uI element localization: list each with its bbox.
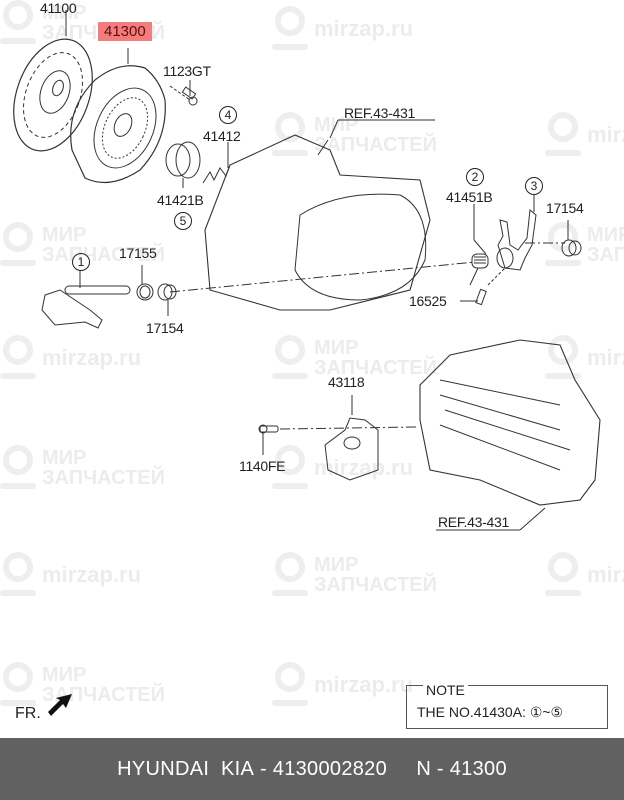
diagram-number: 41300 bbox=[449, 757, 507, 780]
clutch-disc-41100[interactable] bbox=[0, 10, 107, 162]
exploded-view-drawing bbox=[0, 10, 601, 716]
spacer bbox=[387, 758, 416, 781]
bolt-1140FE[interactable] bbox=[258, 424, 419, 455]
front-indicator: FR. bbox=[15, 705, 41, 722]
bushing-17154[interactable] bbox=[157, 283, 177, 316]
part-label-41421B[interactable]: 41421B bbox=[157, 192, 204, 208]
part-label-16525[interactable]: 16525 bbox=[409, 293, 447, 309]
bolt-16525[interactable] bbox=[460, 267, 506, 306]
part-label-1140FE[interactable]: 1140FE bbox=[239, 458, 286, 474]
part-number: 4130002820 bbox=[272, 757, 388, 780]
note-title: NOTE bbox=[423, 682, 468, 698]
transmission-housing[interactable] bbox=[204, 119, 435, 311]
release-fork[interactable] bbox=[496, 195, 537, 271]
separator: - bbox=[254, 757, 273, 780]
part-label-41100[interactable]: 41100 bbox=[40, 0, 77, 16]
note-box: NOTE THE NO.41430A: ①~⑤ bbox=[406, 682, 608, 729]
callout-circle-5: 5 bbox=[174, 212, 192, 230]
pressure-plate-41300[interactable] bbox=[70, 48, 168, 184]
part-label-17154[interactable]: 17154 bbox=[146, 320, 184, 336]
brand-name: HYUNDAI KIA bbox=[117, 757, 255, 780]
part-label-17155[interactable]: 17155 bbox=[119, 245, 157, 261]
release-shaft[interactable] bbox=[41, 270, 131, 329]
note-body: THE NO.41430A: ①~⑤ bbox=[417, 704, 564, 720]
part-label-41412[interactable]: 41412 bbox=[203, 128, 241, 144]
separator: - bbox=[431, 757, 450, 780]
spring-41451B[interactable] bbox=[469, 204, 489, 286]
part-label-41300-highlighted[interactable]: 41300 bbox=[98, 22, 152, 41]
ref-label-top[interactable]: REF.43-431 bbox=[344, 105, 415, 121]
release-bearing-41421B[interactable] bbox=[165, 141, 201, 188]
ref-label-bottom[interactable]: REF.43-431 bbox=[438, 514, 509, 530]
part-info-footer: HYUNDAI KIA - 4130002820 N - 41300 bbox=[0, 738, 624, 800]
callout-circle-4: 4 bbox=[219, 106, 237, 124]
front-arrow-icon bbox=[48, 694, 72, 716]
part-label-17154-right[interactable]: 17154 bbox=[546, 200, 584, 216]
part-label-41451B[interactable]: 41451B bbox=[446, 189, 493, 205]
part-label-1123GT[interactable]: 1123GT bbox=[163, 63, 211, 79]
bolt-1123GT[interactable] bbox=[169, 80, 198, 106]
n-prefix: N bbox=[416, 757, 432, 780]
seal-17155[interactable] bbox=[136, 265, 154, 301]
callout-circle-3: 3 bbox=[525, 177, 543, 195]
callout-circle-1: 1 bbox=[72, 253, 90, 271]
transmission-case[interactable] bbox=[419, 339, 601, 531]
part-label-43118[interactable]: 43118 bbox=[328, 374, 365, 390]
callout-circle-2: 2 bbox=[466, 168, 484, 186]
axis-line bbox=[169, 261, 476, 293]
bushing-17154-right[interactable] bbox=[561, 220, 582, 257]
bracket-43118[interactable] bbox=[324, 395, 379, 481]
